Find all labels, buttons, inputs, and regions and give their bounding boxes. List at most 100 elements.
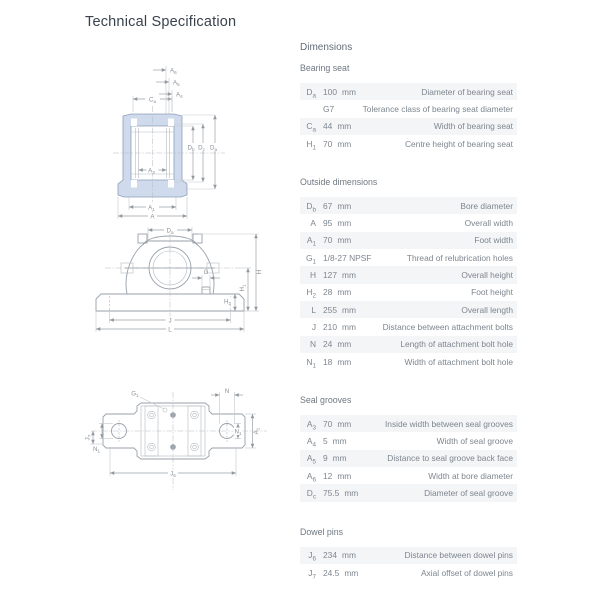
row-symbol: J [302, 322, 316, 332]
dim-label-da: Da [210, 145, 217, 153]
section-heading: Dowel pins [300, 526, 344, 537]
housing-front-outline [95, 226, 245, 319]
section-heading: Outside dimensions [300, 177, 378, 188]
row-symbol: N [302, 339, 316, 349]
front-view-dimensions: Da G H H1 H2 J L [95, 225, 263, 334]
row-unit: mm [341, 550, 356, 561]
row-value: 127 [323, 270, 337, 281]
table-row: H 127 mm Overall height [300, 266, 517, 284]
dim-label-dc: Dc [198, 145, 205, 153]
row-value: 28 [323, 287, 333, 298]
table-row: H1 70 mm Centre height of bearing seat [300, 135, 517, 152]
section-view-dimensions: Ca A6 A5 A4 Db Dc Da A3 [117, 66, 221, 221]
dim-label-g1: G1 [131, 391, 139, 399]
row-desc: Width of seal groove [436, 436, 513, 447]
section-rows: J6 234 mm Distance between dowel pins J7… [300, 546, 517, 582]
row-unit: mm [341, 86, 356, 97]
row-desc: Diameter of seal groove [424, 487, 513, 498]
row-symbol-base: D [306, 200, 313, 211]
row-symbol-sub: 1 [312, 362, 316, 370]
row-value: 18 [323, 356, 333, 367]
spec-section: Bearing seat Da 100 mm Diameter of beari… [300, 63, 517, 152]
row-value: 210 [323, 321, 337, 332]
row-symbol: L [302, 305, 316, 315]
row-symbol: A5 [302, 453, 316, 467]
row-value: 1/8-27 NPSF [323, 252, 372, 263]
row-symbol: J7 [302, 568, 316, 580]
row-value: 67 [323, 200, 333, 211]
row-unit: mm [341, 270, 356, 281]
row-value: G7 [323, 103, 335, 114]
table-row: A6 12 mm Width at bore diameter [300, 467, 517, 484]
dim-label-a: A [150, 214, 155, 221]
table-row: J 210 mm Distance between attachment bol… [300, 318, 517, 335]
table-row: N1 18 mm Width of attachment bolt hole [300, 353, 517, 370]
table-row: Dc 75.5 mm Diameter of seal groove [300, 484, 517, 502]
row-symbol-sub: 1 [312, 258, 316, 266]
row-desc: Distance between dowel pins [404, 550, 513, 561]
row-value: 70 [323, 418, 333, 429]
row-symbol: Ca [302, 121, 316, 134]
row-desc: Length of attachment bolt hole [400, 339, 513, 350]
row-symbol-base: N [309, 339, 316, 350]
row-symbol-base: H [309, 270, 316, 281]
table-row: G7 Tolerance class of bearing seat diame… [300, 100, 517, 117]
row-unit: mm [337, 470, 352, 481]
row-desc: Overall width [464, 218, 513, 229]
row-symbol: A4 [302, 436, 316, 449]
row-symbol-base: L [311, 304, 316, 315]
row-unit: mm [337, 287, 352, 298]
row-symbol: Dc [302, 488, 316, 501]
row-unit: mm [341, 304, 356, 315]
row-value: 24.5 [323, 567, 340, 578]
section-view-drawing: Ca A6 A5 A4 Db Dc Da A3 [113, 66, 225, 221]
row-symbol-base: C [306, 121, 313, 132]
row-symbol-sub: b [312, 206, 316, 214]
table-row: Ca 44 mm Width of bearing seat [300, 117, 517, 135]
table-row: A1 70 mm Foot width [300, 231, 517, 250]
row-symbol-sub: 4 [312, 441, 316, 449]
row-value: 70 [323, 235, 333, 246]
row-symbol: Db [302, 200, 316, 214]
row-desc: Overall height [461, 270, 513, 281]
section-heading: Bearing seat [300, 63, 350, 73]
housing-top-outline [91, 392, 267, 490]
row-desc: Foot width [474, 235, 513, 246]
table-row: N 24 mm Length of attachment bolt hole [300, 335, 517, 353]
front-view-drawing: Da G H H1 H2 J L [95, 225, 263, 334]
row-symbol-sub: 5 [312, 459, 316, 467]
top-view-dimensions: N G1 J7 N1 N1 A1 J6 [85, 388, 261, 478]
dim-label-da-front: Da [166, 228, 173, 236]
table-row: L 255 mm Overall length [300, 300, 517, 319]
dim-label-j: J [168, 318, 171, 325]
row-value: 100 [323, 86, 337, 97]
row-value: 44 [323, 121, 333, 132]
row-symbol-sub: c [312, 493, 316, 501]
housing-section-body [113, 106, 225, 216]
row-symbol: H [302, 270, 316, 280]
row-symbol: Da [302, 86, 316, 100]
row-unit: mm [344, 487, 359, 498]
row-symbol-sub: 2 [312, 292, 316, 300]
row-symbol: H1 [302, 139, 316, 152]
row-value: 70 [323, 138, 333, 149]
spec-section: Dowel pins J6 234 mm Distance between do… [300, 527, 517, 582]
row-symbol-sub: a [312, 92, 316, 100]
row-unit: mm [344, 567, 359, 578]
row-symbol-base: A [306, 418, 313, 429]
row-symbol: A1 [302, 235, 316, 249]
row-unit: mm [337, 356, 352, 367]
row-unit: mm [337, 339, 352, 350]
row-symbol-base: A [306, 436, 313, 447]
row-symbol-sub: a [312, 126, 316, 134]
row-symbol-base: D [306, 86, 313, 97]
row-unit: mm [337, 200, 352, 211]
dim-label-h2: H2 [224, 299, 231, 307]
row-desc: Width of attachment bolt hole [404, 356, 513, 367]
row-symbol-sub: 1 [312, 241, 316, 249]
spec-section: Outside dimensions Db 67 mm Bore diamete… [300, 177, 517, 370]
dim-label-db: Db [187, 145, 194, 153]
dim-label-h: H [256, 270, 263, 274]
row-symbol-sub: 1 [312, 144, 316, 152]
row-desc: Bore diameter [460, 200, 513, 211]
